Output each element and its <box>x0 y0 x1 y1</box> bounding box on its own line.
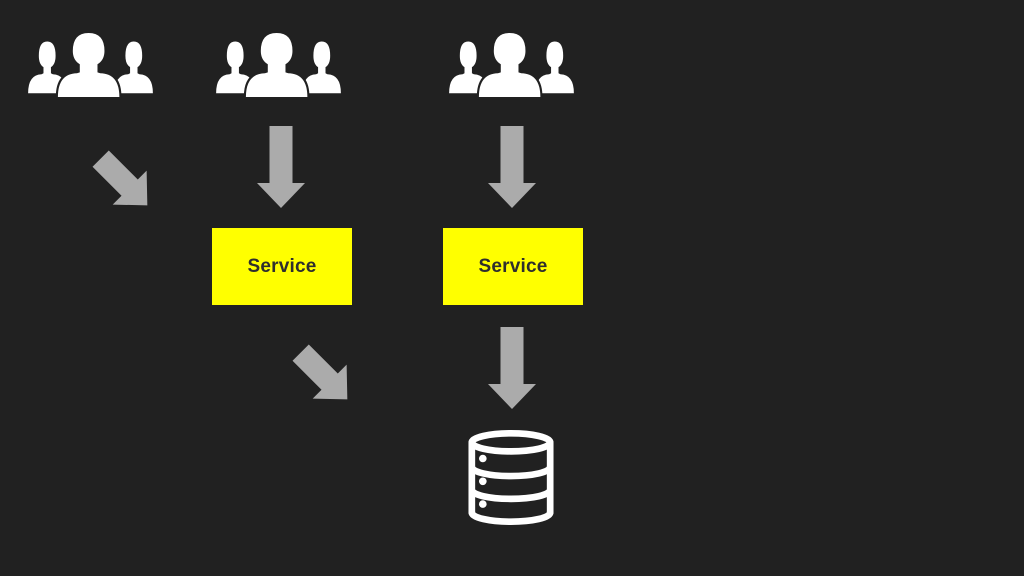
users-group-right <box>444 30 579 100</box>
users-group-middle <box>211 30 346 100</box>
service-box-1: Service <box>212 228 352 305</box>
service-box-2: Service <box>443 228 583 305</box>
service-label: Service <box>478 255 548 277</box>
users-icon <box>28 30 153 100</box>
database-icon <box>468 430 554 525</box>
arrow-down-icon <box>257 126 305 208</box>
users-icon <box>449 30 574 100</box>
arrow-diagonal-icon <box>84 142 165 223</box>
service-label: Service <box>247 255 317 277</box>
arrow-down-icon <box>488 327 536 409</box>
arrow-diagonal-icon <box>284 336 365 417</box>
users-icon <box>216 30 341 100</box>
arrow-down-icon <box>488 126 536 208</box>
users-group-left <box>23 30 158 100</box>
